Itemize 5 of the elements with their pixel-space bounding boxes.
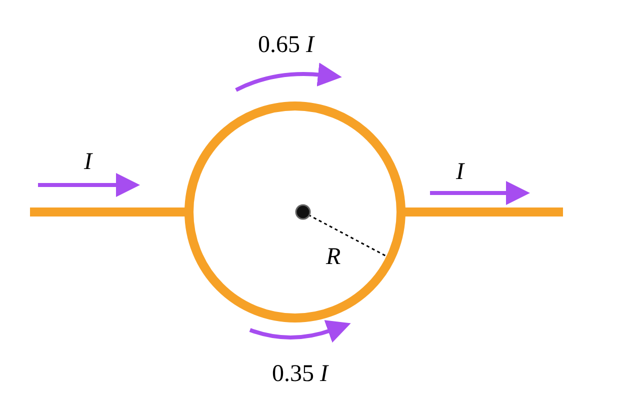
radius-label: R: [326, 245, 341, 269]
current-label: I: [84, 150, 92, 174]
current-label: I: [456, 160, 464, 184]
current-label: 0.65 I: [258, 33, 314, 57]
current-label: 0.35 I: [272, 362, 328, 386]
